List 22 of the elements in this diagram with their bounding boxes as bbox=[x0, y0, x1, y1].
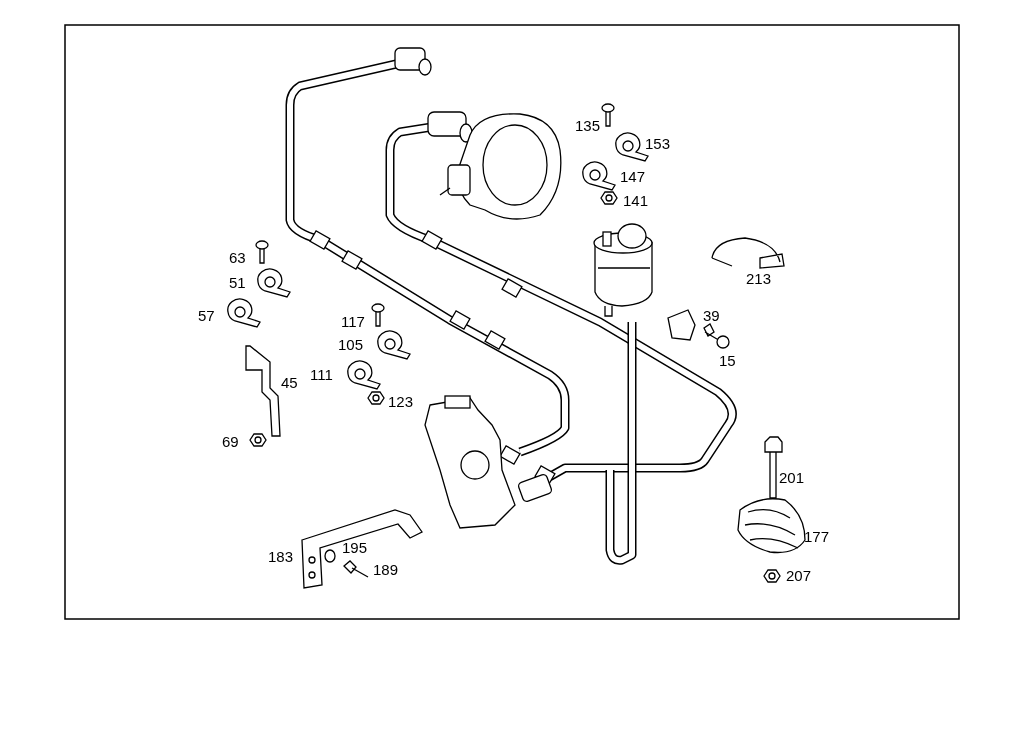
callout-number: 15 bbox=[719, 352, 736, 369]
callout-number: 195 bbox=[342, 539, 368, 556]
callout-number: 63 bbox=[229, 249, 246, 266]
callout-number: 105 bbox=[338, 336, 364, 353]
callout-number: 51 bbox=[229, 274, 246, 291]
callout-number: 141 bbox=[623, 192, 649, 209]
callout-number: 45 bbox=[281, 374, 298, 391]
callout-number: 39 bbox=[703, 307, 720, 324]
callout-number: 69 bbox=[222, 433, 239, 450]
callout-number: 207 bbox=[786, 567, 812, 584]
callout-number: 153 bbox=[645, 135, 671, 152]
callout-number: 189 bbox=[373, 561, 399, 578]
callout-number: 177 bbox=[804, 528, 830, 545]
callout-number: 111 bbox=[310, 366, 333, 383]
callout-number: 117 bbox=[341, 313, 365, 330]
callout-number: 201 bbox=[779, 469, 805, 486]
callout-number: 183 bbox=[268, 548, 294, 565]
callout-number: 123 bbox=[388, 393, 414, 410]
callout-number: 135 bbox=[575, 117, 601, 134]
callout-number: 57 bbox=[198, 307, 215, 324]
callout-number: 213 bbox=[746, 270, 772, 287]
callout-number: 147 bbox=[620, 168, 646, 185]
